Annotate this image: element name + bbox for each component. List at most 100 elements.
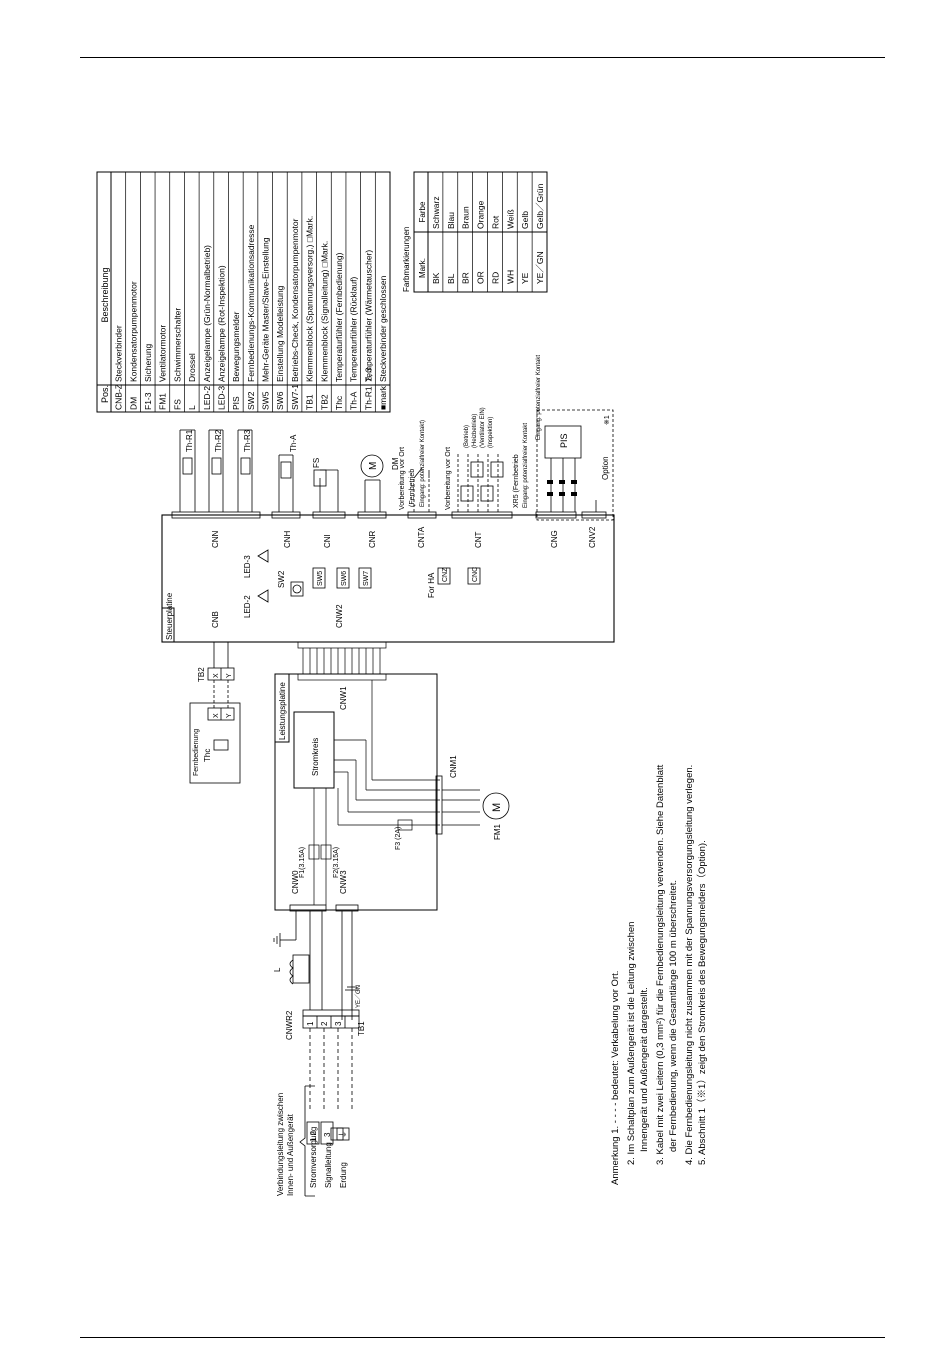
thr2-label: Th-R2 bbox=[214, 429, 223, 452]
color-row-mark: WH bbox=[505, 270, 515, 284]
sw6-label: SW6 bbox=[341, 571, 348, 586]
note-line: Innengerät und Außengerät dargestellt. bbox=[639, 987, 650, 1152]
sw7-label: SW7 bbox=[363, 571, 370, 586]
color-row-name: Gelb bbox=[520, 211, 530, 229]
ye-gn-label: YE／GN bbox=[355, 985, 362, 1008]
legend-row-pos: F1-3 bbox=[143, 392, 153, 410]
board-switches bbox=[257, 549, 481, 603]
stromkreis-label: Stromkreis bbox=[311, 738, 320, 776]
cnw2-label: CNW2 bbox=[335, 604, 344, 628]
cnta-label: CNTA bbox=[417, 526, 426, 548]
sw5-label: SW5 bbox=[317, 571, 324, 586]
legend-row-desc: Fernbedienungs-Kommunikationsadresse bbox=[246, 224, 256, 382]
legend-row-pos: DM bbox=[128, 397, 138, 410]
fernbetrieb-label: (Fernbetrieb bbox=[409, 469, 416, 507]
term12-label: 1 2 bbox=[309, 1130, 318, 1142]
eingang1-label: Eingang: potenzialfreier Kontakt) bbox=[420, 420, 426, 507]
legend-row-pos: ■mark bbox=[378, 385, 388, 410]
cni-label: CNI bbox=[323, 534, 332, 548]
legend-row-desc: Temperaturfühler (Rücklauf) bbox=[349, 276, 359, 382]
legend-row-desc: Bewegungsmelder bbox=[231, 311, 241, 382]
legend-row-desc: Betriebs-Check, Kondensatorpumpenmotor bbox=[290, 218, 300, 382]
sensor-connectors bbox=[171, 511, 607, 519]
legend-row-desc: Kondensatorpumpenmotor bbox=[128, 281, 138, 382]
legend-row-desc: Anzeigelampe (Rot-Inspektion) bbox=[216, 265, 226, 382]
legend-row-pos: LED-2 bbox=[202, 386, 212, 410]
legend-header-pos: Pos. bbox=[100, 385, 110, 403]
legend-row-pos: CNB-Z bbox=[114, 384, 124, 410]
dm-motor-symbol: M bbox=[368, 462, 379, 470]
cnb-label: CNB bbox=[211, 611, 220, 628]
tb1-terminal-3: 3 bbox=[334, 1021, 343, 1026]
legend-row-desc: Mehr-Geräte Master/Slave-Einstellung bbox=[261, 237, 271, 382]
fernbedienung-label: Fernbedienung bbox=[193, 729, 200, 776]
legend-row-desc: Einstellung Modelleistung bbox=[275, 285, 285, 382]
tb1-block bbox=[302, 986, 360, 1110]
color-row-name: Gelb／Grün bbox=[535, 183, 545, 229]
cnw0-cnw3 bbox=[289, 904, 359, 1020]
legend-row-pos: SW5 bbox=[261, 391, 271, 410]
cng-label: CNG bbox=[550, 530, 559, 548]
legend-row-desc: Schwimmerschalter bbox=[172, 308, 182, 382]
cnm1-label: CNM1 bbox=[449, 755, 458, 778]
legend-row-desc: Temperaturfühler (Fernbedienung) bbox=[334, 252, 344, 382]
note-line: 3. Kabel mit zwei Leitern (0,3 mm²) für … bbox=[655, 764, 666, 1165]
tb2-x: X bbox=[213, 673, 220, 678]
legend-row-pos: PIS bbox=[231, 396, 241, 410]
note-line: der Fernbedienung, wenn die Gesamtlänge … bbox=[668, 880, 679, 1152]
vorbereitung1-label: Vorbereitung vor Ort bbox=[399, 447, 406, 510]
cnr-label: CNR bbox=[368, 530, 377, 548]
field-wiring-contacts bbox=[413, 454, 504, 512]
pis-label: PIS bbox=[559, 433, 569, 448]
cnv2-label: CNV2 bbox=[588, 526, 597, 548]
legend-row-pos: Th-R1, 2, 3 bbox=[363, 367, 373, 410]
led3-label: LED-3 bbox=[243, 555, 252, 578]
note-line: 5. Abschnitt 1（※1）zeigt den Stromkreis d… bbox=[696, 840, 708, 1165]
cnt-label: CNT bbox=[474, 531, 483, 548]
verbindung2-label: Innen- und Außengerät bbox=[286, 1113, 295, 1196]
legend-row-desc: Drossel bbox=[187, 353, 197, 382]
thc-label: Thc bbox=[203, 749, 212, 762]
ground-symbol bbox=[273, 933, 296, 947]
color-header-mark: Mark. bbox=[418, 258, 427, 278]
verbindung1-label: Verbindungsleitung zwischen bbox=[276, 1093, 285, 1196]
cnm1-fm1 bbox=[435, 775, 510, 835]
sw2-label: SW2 bbox=[277, 570, 286, 588]
thermistor-leads bbox=[179, 429, 384, 512]
legend-row-pos: FS bbox=[172, 399, 182, 410]
color-row-name: Braun bbox=[461, 206, 471, 229]
legend-row-desc: Klemmenblock (Signalleitung) □Mark. bbox=[319, 241, 329, 382]
vorbereitung2-label: Vorbereitung vor Ort bbox=[445, 447, 452, 510]
eingang-kontakt-label: Eingang: potenzialfreier Kontakt bbox=[536, 355, 542, 440]
note-line: 2. Im Schaltplan zum Außengerät ist die … bbox=[626, 922, 637, 1165]
color-row-mark: BK bbox=[431, 272, 441, 284]
power-board-wiring bbox=[308, 680, 440, 905]
color-row-mark: OR bbox=[476, 271, 486, 284]
legend-row-pos: LED-3 bbox=[216, 386, 226, 410]
eingang2-label: Eingang: potenzialfreier Kontakt bbox=[523, 423, 529, 508]
color-row-name: Schwarz bbox=[431, 196, 441, 229]
color-table: Farbmarkierungen Mark. Farbe BKSchwarzBL… bbox=[402, 171, 548, 293]
for-ha-label: For HA bbox=[427, 572, 436, 598]
cnz-label: CNZ bbox=[442, 567, 449, 582]
legend-row-desc: Sicherung bbox=[143, 343, 153, 382]
legend-row-pos: TB1 bbox=[305, 394, 315, 410]
legend-row-desc: Temperaturfühler (Wärmetauscher) bbox=[363, 250, 373, 382]
f1-label: F1(3.15A) bbox=[299, 847, 306, 878]
bottom-rule bbox=[80, 1337, 885, 1338]
color-row-mark: YE bbox=[520, 272, 530, 284]
field-bracket bbox=[299, 1085, 350, 1197]
legend-row-desc: Steckverbinder geschlossen bbox=[378, 275, 388, 382]
top-rule bbox=[80, 57, 885, 58]
pis-option-box bbox=[536, 409, 614, 521]
xr5-label: XR5 (Fernbetrieb bbox=[513, 454, 520, 508]
steuerplatine-label: Steuerplatine bbox=[165, 592, 174, 640]
tb2-block bbox=[189, 642, 241, 784]
erdung-label: Erdung bbox=[339, 1162, 348, 1188]
tb1-label: TB1 bbox=[357, 1021, 366, 1036]
steuerplatine-board bbox=[161, 514, 615, 643]
choke-l bbox=[289, 954, 310, 985]
cnw1-label: CNW1 bbox=[339, 686, 348, 710]
fs-label: FS bbox=[312, 458, 321, 468]
